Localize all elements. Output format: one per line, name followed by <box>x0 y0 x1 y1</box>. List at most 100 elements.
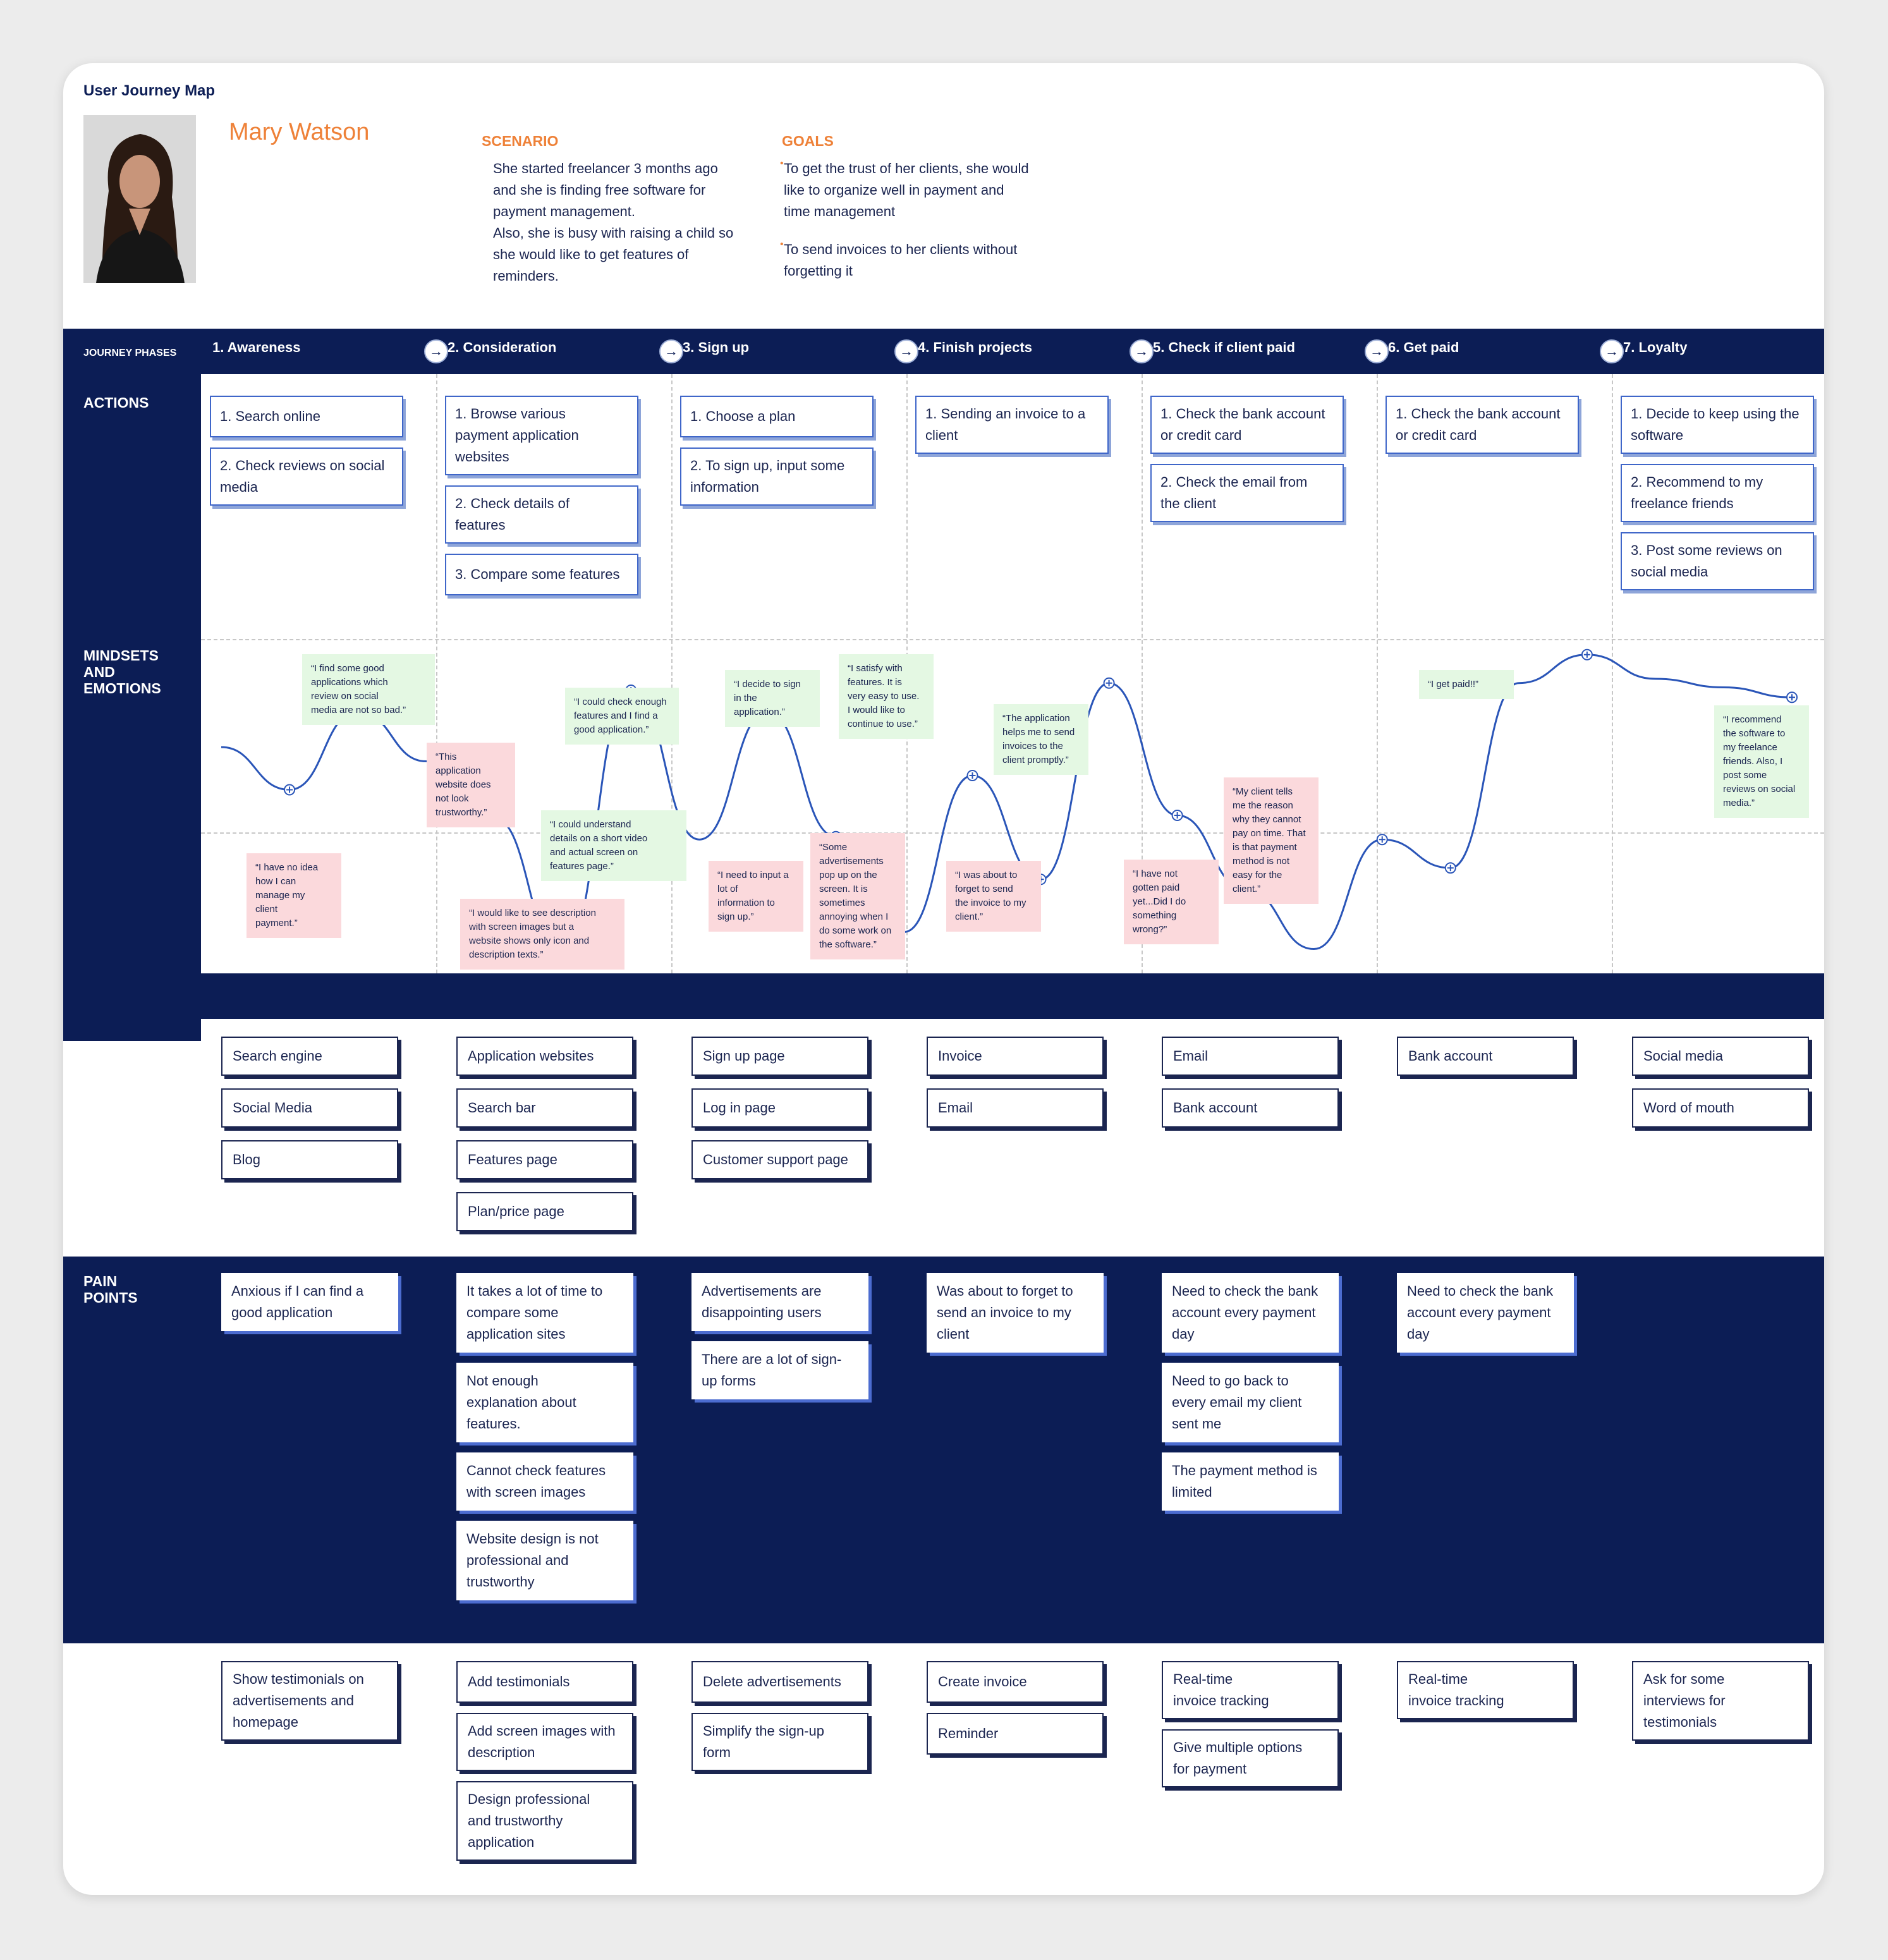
card-text: There are a lot of sign-up forms <box>702 1349 841 1392</box>
text-line: 1. Check the bank account <box>1160 406 1325 422</box>
text-line: Simplify the sign-up <box>703 1723 824 1739</box>
text-line: good application.” <box>574 724 649 735</box>
text-line: is that payment <box>1233 842 1297 853</box>
scenario-line: payment management. <box>493 204 636 219</box>
text-line: advertisements and <box>233 1693 354 1708</box>
scenario-line: She started freelancer 3 months ago <box>493 161 718 176</box>
card-text: Was about to forget to send an invoice to… <box>937 1281 1073 1345</box>
text-line: The payment method is <box>1172 1463 1317 1478</box>
phases-bar <box>63 329 1824 374</box>
text-line: “I was about to <box>955 870 1018 880</box>
emotion-baseline <box>201 832 1824 834</box>
text-line: Add testimonials <box>468 1674 570 1689</box>
text-line: description texts.” <box>469 949 544 960</box>
text-line: gotten paid <box>1133 882 1180 893</box>
text-line: or credit card <box>1160 427 1242 443</box>
text-line: social media <box>1631 564 1708 580</box>
touchpoint-card: Application websites <box>456 1037 633 1076</box>
text-line: “I could check enough <box>574 697 667 707</box>
scenario-line: and she is finding free software for <box>493 182 706 198</box>
text-line: explanation about <box>466 1394 576 1410</box>
emotion-point-plus-icon <box>1103 677 1115 689</box>
text-line: Was about to forget to <box>937 1283 1073 1299</box>
text-line: “I decide to sign <box>734 679 801 690</box>
action-card: 1. Check the bank account or credit card <box>1150 396 1344 454</box>
text-line: It takes a lot of time to <box>466 1283 603 1299</box>
text-line: me the reason <box>1233 800 1293 811</box>
text-line: in the <box>734 693 757 703</box>
text-line: why they cannot <box>1233 814 1301 825</box>
text-line: send an invoice to my <box>937 1305 1071 1320</box>
text-line: features and I find a <box>574 710 658 721</box>
row-label-column <box>63 374 201 1041</box>
emotion-point-plus-icon <box>1786 691 1798 703</box>
text-line: good application <box>231 1305 333 1320</box>
emotion-sticky-note: “I get paid!!” <box>1419 670 1514 699</box>
text-line: Need to check the bank <box>1172 1283 1319 1299</box>
touchpoint-card: Bank account <box>1162 1088 1339 1128</box>
touchpoint-card: Search engine <box>221 1037 398 1076</box>
text-line: form <box>703 1744 731 1760</box>
text-line: 1. Browse various <box>455 406 566 422</box>
text-line: 3. Post some reviews on <box>1631 542 1782 558</box>
touchpoint-card: Email <box>927 1088 1104 1128</box>
text-line: sign up.” <box>717 911 754 922</box>
text-line: payment.” <box>255 918 298 928</box>
text-line: up forms <box>702 1373 756 1389</box>
emotion-point-plus-icon <box>284 784 296 796</box>
text-line: “I could understand <box>550 819 631 830</box>
card-text: 1. Check the bank account or credit card <box>1160 403 1325 446</box>
action-card: 3. Compare some features <box>445 554 638 595</box>
arrow-right-icon: → <box>659 339 683 363</box>
text-line: do some work on <box>819 925 892 936</box>
text-line: for payment <box>1173 1761 1247 1777</box>
text-line: client.” <box>955 911 984 922</box>
scenario-line: Also, she is busy with raising a child s… <box>493 225 734 241</box>
text-line: method is not <box>1233 856 1290 867</box>
text-line: limited <box>1172 1484 1212 1500</box>
touchpoint-card: Social media <box>1632 1037 1809 1076</box>
emotion-point-plus-icon <box>1376 834 1388 846</box>
goal-line: To send invoices to her clients without <box>784 241 1018 257</box>
arrow-right-icon: → <box>1130 339 1154 363</box>
text-line: and trustworthy <box>468 1813 563 1829</box>
text-line: not look <box>435 793 469 804</box>
text-line: information <box>690 479 759 495</box>
text-line: friends. Also, I <box>1723 756 1783 767</box>
text-line: client <box>937 1326 970 1342</box>
map-title: User Journey Map <box>83 82 216 99</box>
card-text: Add testimonials <box>468 1671 569 1693</box>
text-line: Show testimonials on <box>233 1671 364 1687</box>
text-line: invoice tracking <box>1408 1693 1504 1708</box>
text-line: screen. It is <box>819 884 868 894</box>
scenario-text: She started freelancer 3 months ago and … <box>493 158 733 287</box>
text-line: wrong?” <box>1133 924 1167 935</box>
emotion-point-plus-icon <box>1171 810 1183 821</box>
row-label-mindsets: MINDSETS AND EMOTIONS <box>83 647 161 697</box>
touchpoint-card: Search bar <box>456 1088 633 1128</box>
text-line: sometimes <box>819 898 865 908</box>
text-line: client <box>925 427 958 443</box>
text-line: compare some <box>466 1305 559 1320</box>
text-line: description <box>468 1744 535 1760</box>
text-line: Design professional <box>468 1791 590 1807</box>
text-line: Need to go back to <box>1172 1373 1289 1389</box>
